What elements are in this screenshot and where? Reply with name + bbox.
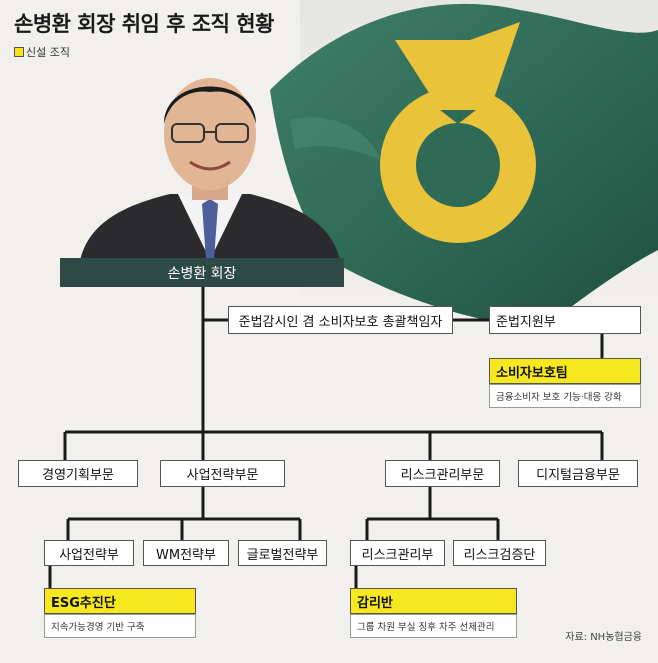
consumer-team-box: 소비자보호팀 — [489, 358, 641, 384]
dept-global-strategy: 글로벌전략부 — [238, 540, 327, 566]
esg-team-box: ESG추진단 — [44, 588, 196, 614]
source-credit: 자료: NH농협금융 — [565, 628, 642, 643]
division-planning: 경영기획부문 — [18, 460, 138, 487]
dept-wm-strategy: WM전략부 — [143, 540, 229, 566]
chairman-box: 손병환 회장 — [60, 258, 344, 287]
dept-business-strategy: 사업전략부 — [44, 540, 134, 566]
division-risk: 리스크관리부문 — [385, 460, 500, 487]
compliance-support-box: 준법지원부 — [489, 306, 641, 334]
consumer-team-desc: 금융소비자 보호 기능·대응 강화 — [489, 384, 641, 408]
division-strategy: 사업전략부문 — [160, 460, 285, 487]
compliance-officer-box: 준법감시인 겸 소비자보호 총괄책임자 — [228, 306, 453, 334]
dept-risk-verification: 리스크검증단 — [453, 540, 546, 566]
audit-team-box: 감리반 — [350, 588, 517, 614]
division-digital: 디지털금융부문 — [518, 460, 638, 487]
dept-risk-management: 리스크관리부 — [350, 540, 445, 566]
esg-team-desc: 지속가능경영 기반 구축 — [44, 614, 196, 638]
audit-team-desc: 그룹 차원 부실 징후 차주 선제관리 — [350, 614, 517, 638]
